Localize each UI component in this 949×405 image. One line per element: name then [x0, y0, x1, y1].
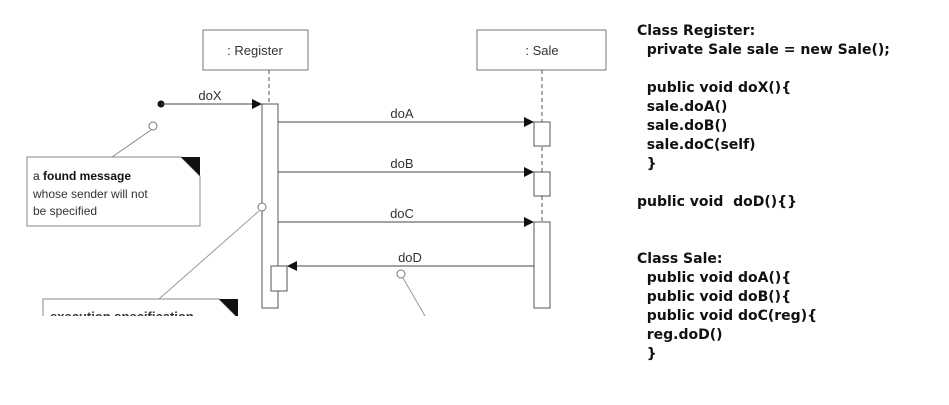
found-note-line2: whose sender will not: [32, 187, 148, 201]
found-note-bold: found message: [43, 169, 131, 183]
dox-arrowhead: [252, 99, 262, 109]
register-lifeline-box: [202, 29, 309, 71]
dob-arrowhead: [524, 167, 534, 177]
register-nested-activation: [270, 265, 288, 292]
code-line: public void doB(){: [637, 289, 792, 305]
sale-activation-dob: [533, 171, 551, 197]
code-line: [637, 212, 937, 231]
code-line: public void doD(){}: [637, 194, 798, 210]
dob-label: doB: [390, 156, 413, 171]
dod-arrowhead: [287, 261, 297, 271]
code-line: [637, 231, 937, 250]
found-note-pointer-circle: [148, 121, 158, 131]
code-line: Class Register:: [637, 23, 756, 39]
found-note-corner: [181, 157, 200, 176]
sale-lifeline-box: [476, 29, 607, 71]
code-line: reg.doD(): [637, 327, 723, 343]
found-note-line3: be specified: [33, 204, 97, 218]
dod-note-pointer-circle: [396, 269, 406, 279]
code-line: public void doX(){: [637, 80, 792, 96]
doc-arrowhead: [524, 217, 534, 227]
register-lifeline-label: : Register: [227, 43, 283, 58]
code-line: [637, 174, 937, 193]
sale-lifeline-label: : Sale: [525, 43, 558, 58]
code-listing: Class Register: private Sale sale = new …: [637, 22, 937, 364]
doa-label: doA: [390, 106, 413, 121]
found-note-pointer-line: [111, 129, 152, 158]
code-line: [637, 60, 937, 79]
code-line: private Sale sale = new Sale();: [637, 42, 890, 58]
code-line: }: [637, 156, 657, 172]
dod-note-pointer-line: [402, 277, 426, 316]
found-note-box: [26, 156, 201, 227]
doc-label: doC: [390, 206, 414, 221]
code-line: sale.doC(self): [637, 137, 756, 153]
sequence-diagram: : Register : Sale doX doA doB doC doD: [26, 29, 607, 324]
doa-arrowhead: [524, 117, 534, 127]
found-note-text: a found message: [33, 169, 131, 183]
code-line: sale.doA(): [637, 99, 728, 115]
code-line: sale.doB(): [637, 118, 728, 134]
exec-note-text: execution specification: [50, 309, 194, 324]
dod-label: doD: [398, 250, 422, 265]
code-line: public void doC(reg){: [637, 308, 818, 324]
dox-label: doX: [198, 88, 221, 103]
code-line: Class Sale:: [637, 251, 723, 267]
sale-activation-doa: [533, 121, 551, 147]
code-line: public void doA(){: [637, 270, 792, 286]
sale-activation-doc: [533, 221, 551, 309]
exec-note-pointer-circle: [257, 202, 267, 212]
exec-note-box: [42, 298, 237, 316]
code-line: }: [637, 346, 657, 362]
exec-note-pointer-line: [158, 210, 260, 300]
exec-note-corner: [219, 299, 238, 316]
found-note-prefix: a: [33, 169, 43, 183]
